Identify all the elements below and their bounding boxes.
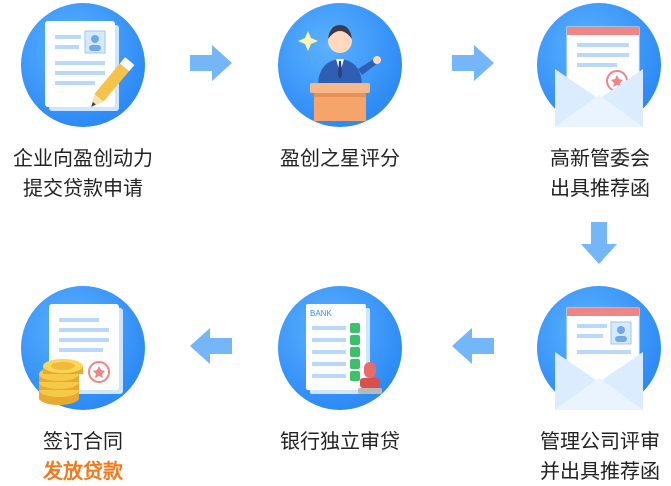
step-6-line-2-highlight: 发放贷款: [43, 459, 123, 483]
step-3-label: 高新管委会 出具推荐函: [500, 143, 671, 203]
step-1-line-2: 提交贷款申请: [23, 176, 143, 200]
step-5-label: 银行独立审贷: [240, 426, 440, 456]
step-4-line-2: 并出具推荐函: [540, 459, 660, 483]
step-5-line-1: 银行独立审贷: [280, 429, 400, 453]
step-1-label: 企业向盈创动力 提交贷款申请: [0, 143, 183, 203]
step-2-label: 盈创之星评分: [240, 143, 440, 173]
step-6-line-1: 签订合同: [43, 429, 123, 453]
step-4-label: 管理公司评审 并出具推荐函: [500, 426, 671, 486]
step-3-line-1: 高新管委会: [550, 146, 650, 170]
bank-text: BANK: [310, 309, 332, 318]
arrow-left-icon: [190, 328, 232, 364]
step-3-line-2: 出具推荐函: [550, 176, 650, 200]
step-2-line-1: 盈创之星评分: [280, 146, 400, 170]
step-4-line-1: 管理公司评审: [540, 429, 660, 453]
arrow-right-icon: [190, 45, 232, 81]
arrow-right-icon: [452, 45, 494, 81]
arrow-left-icon: [452, 328, 494, 364]
step-1-line-1: 企业向盈创动力: [13, 146, 153, 170]
step-6-label: 签订合同 发放贷款: [0, 426, 183, 486]
arrow-down-icon: [581, 222, 617, 264]
